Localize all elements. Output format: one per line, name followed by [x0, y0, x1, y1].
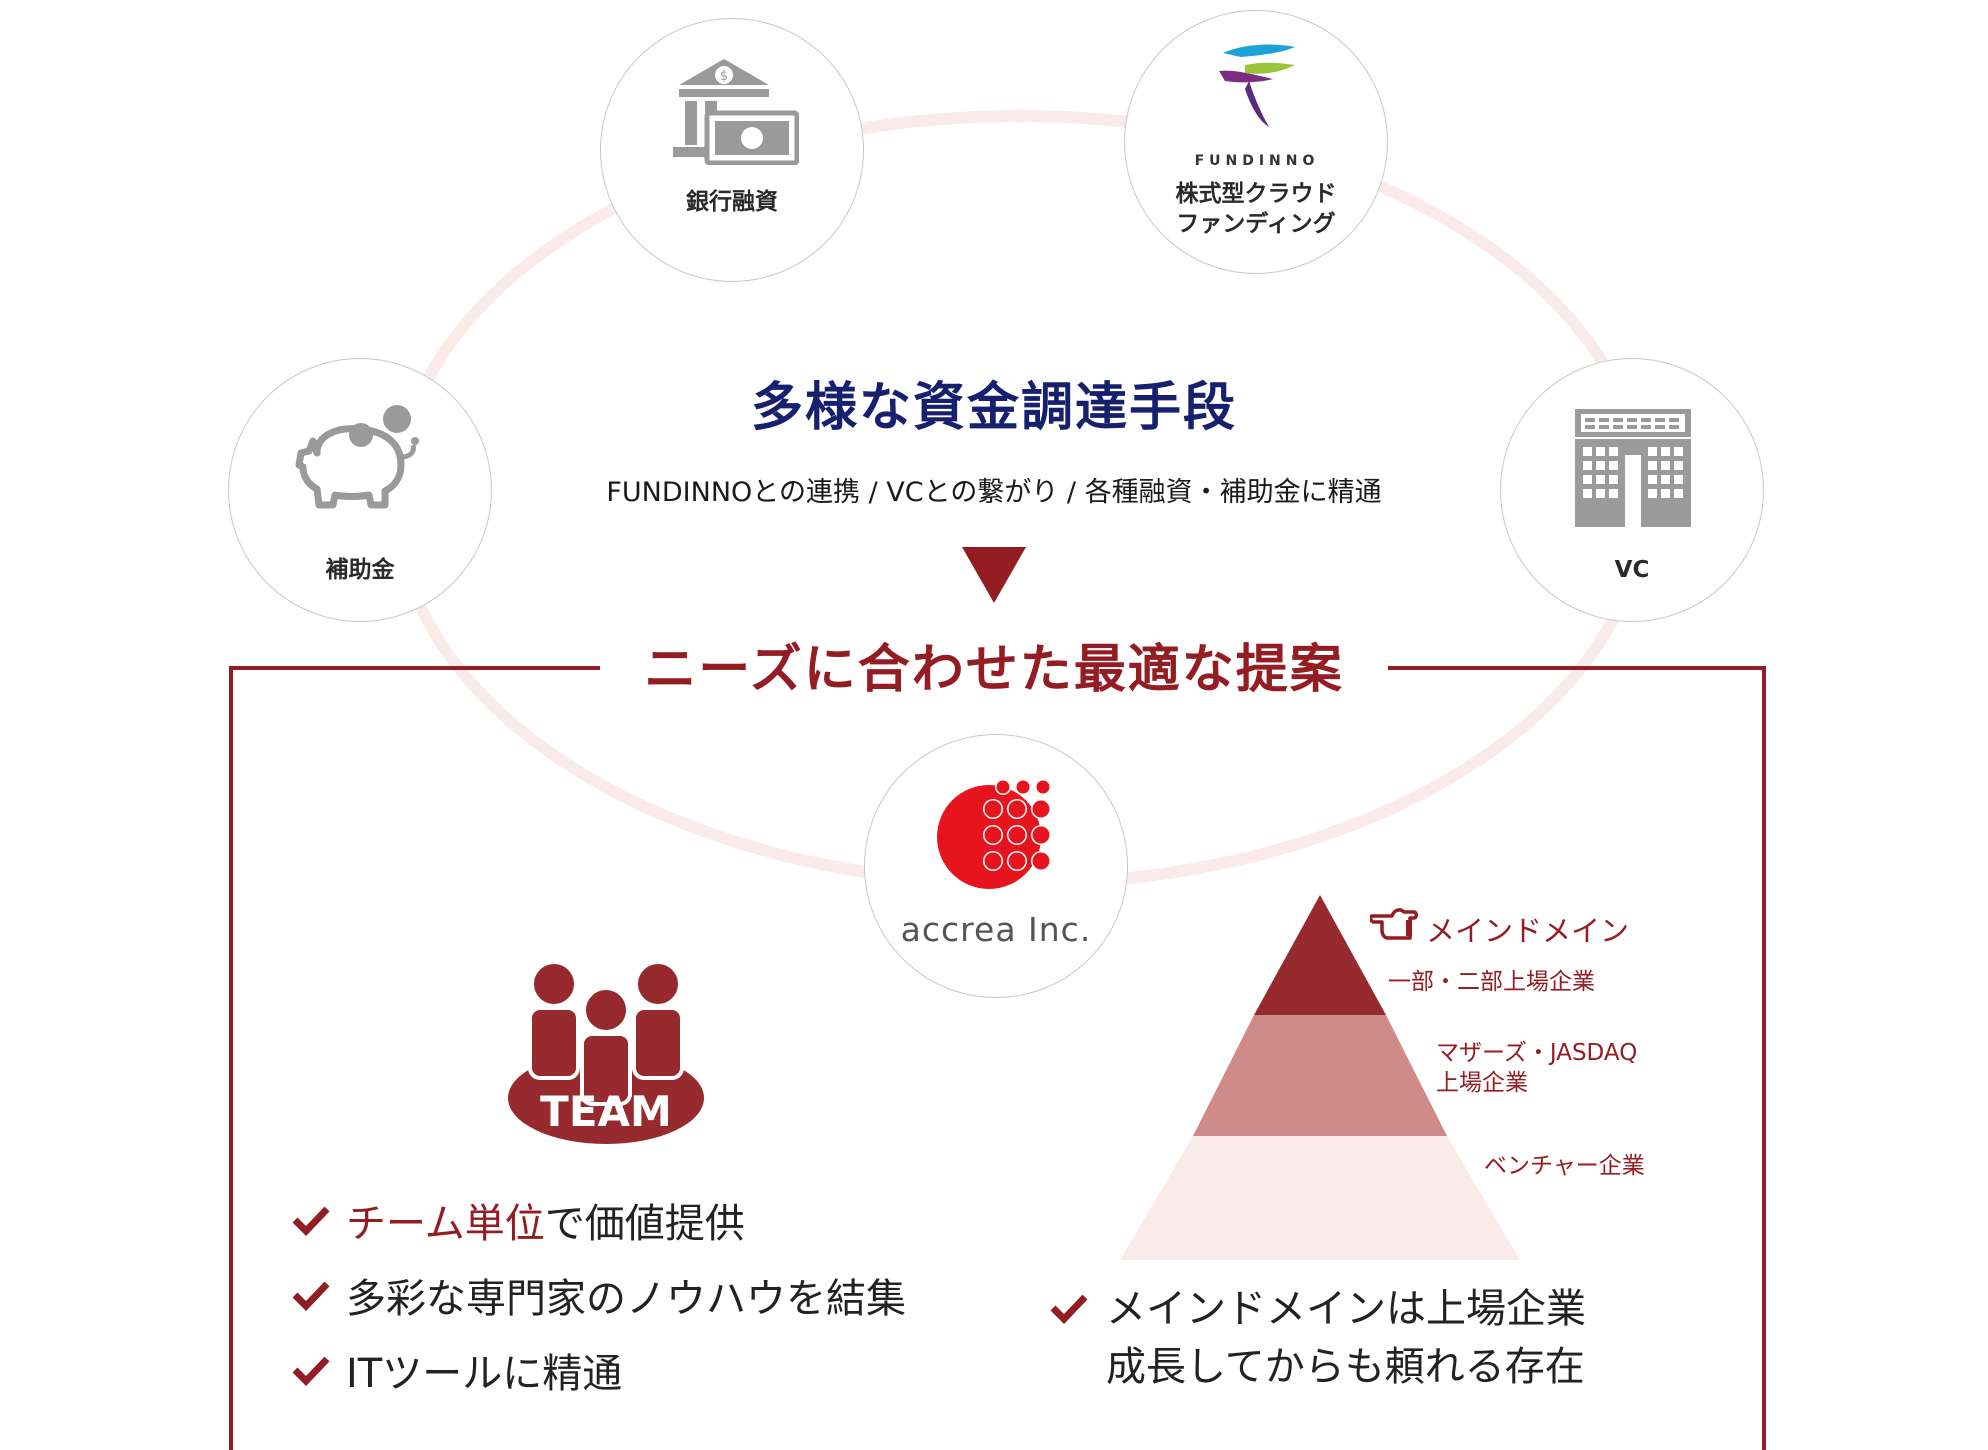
checklist-item: 多彩な専門家のノウハウを結集: [292, 1260, 906, 1330]
statement-line1: メインドメインは上場企業: [1106, 1286, 1586, 1332]
bank-loan-node: $ 銀行融資: [600, 18, 864, 282]
tier-label-top: 一部・二部上場企業: [1388, 969, 1595, 995]
tier-label-bottom: ベンチャー企業: [1484, 1153, 1645, 1179]
office-building-icon: [1575, 409, 1691, 527]
statement-line2: 成長してからも頼れる存在: [1106, 1344, 1585, 1390]
pyramid-tier-top: [1254, 895, 1386, 1015]
company-logo-text: accrea Inc.: [900, 910, 1092, 949]
bank-icon: $: [673, 59, 799, 165]
crowdfunding-node: FUNDINNO 株式型クラウド ファンディング: [1124, 10, 1388, 274]
checklist-text: で価値提供: [544, 1201, 745, 1247]
check-icon: [292, 1281, 330, 1311]
tier-label-middle-line1: マザーズ・JASDAQ: [1436, 1040, 1638, 1066]
fundinno-logo: [1219, 44, 1295, 127]
team-badge-text: TEAM: [540, 1087, 672, 1136]
piggy-bank-icon: [295, 405, 419, 509]
pyramid-tier-middle: [1193, 1015, 1447, 1136]
fundinno-wordmark: FUNDINNO: [1194, 153, 1320, 169]
main-domain-statement: メインドメインは上場企業 成長してからも頼れる存在: [1050, 1280, 1586, 1396]
accrea-logo: [937, 779, 1051, 889]
center-subtitle: FUNDINNOとの連携 / VCとの繋がり / 各種融資・補助金に精通: [606, 477, 1382, 508]
company-logo-node: accrea Inc.: [864, 734, 1128, 998]
pointing-hand-icon: [1370, 908, 1418, 940]
center-title: 多様な資金調達手段: [750, 378, 1237, 438]
team-checklist: チーム単位で価値提供 多彩な専門家のノウハウを結集 ITツールに精通: [292, 1185, 992, 1425]
subsidy-label: 補助金: [325, 557, 395, 583]
team-icon: TEAM: [508, 960, 704, 1144]
down-arrow-icon: [962, 547, 1026, 603]
crowdfunding-label-line2: ファンディング: [1176, 211, 1336, 237]
checklist-item: ITツールに精通: [292, 1335, 622, 1405]
check-icon: [292, 1206, 330, 1236]
pyramid-tier-bottom: [1120, 1136, 1520, 1260]
proposal-title: ニーズに合わせた最適な提案: [600, 630, 1388, 710]
bank-loan-label: 銀行融資: [686, 189, 778, 215]
svg-text:$: $: [720, 69, 728, 84]
checklist-highlight: チーム単位: [346, 1201, 545, 1247]
tier-label-middle-line2: 上場企業: [1436, 1070, 1528, 1096]
check-icon: [1050, 1294, 1088, 1324]
market-pyramid: [1120, 895, 1520, 1260]
checklist-item: チーム単位で価値提供: [292, 1185, 745, 1255]
vc-node: VC: [1500, 358, 1764, 622]
check-icon: [292, 1356, 330, 1386]
checklist-text: ITツールに精通: [346, 1351, 623, 1397]
vc-label: VC: [1614, 557, 1650, 583]
crowdfunding-label-line1: 株式型クラウド: [1175, 181, 1337, 207]
subsidy-node: 補助金: [228, 358, 492, 622]
checklist-text: 多彩な専門家のノウハウを結集: [346, 1276, 906, 1322]
main-domain-label: メインドメイン: [1426, 914, 1630, 948]
